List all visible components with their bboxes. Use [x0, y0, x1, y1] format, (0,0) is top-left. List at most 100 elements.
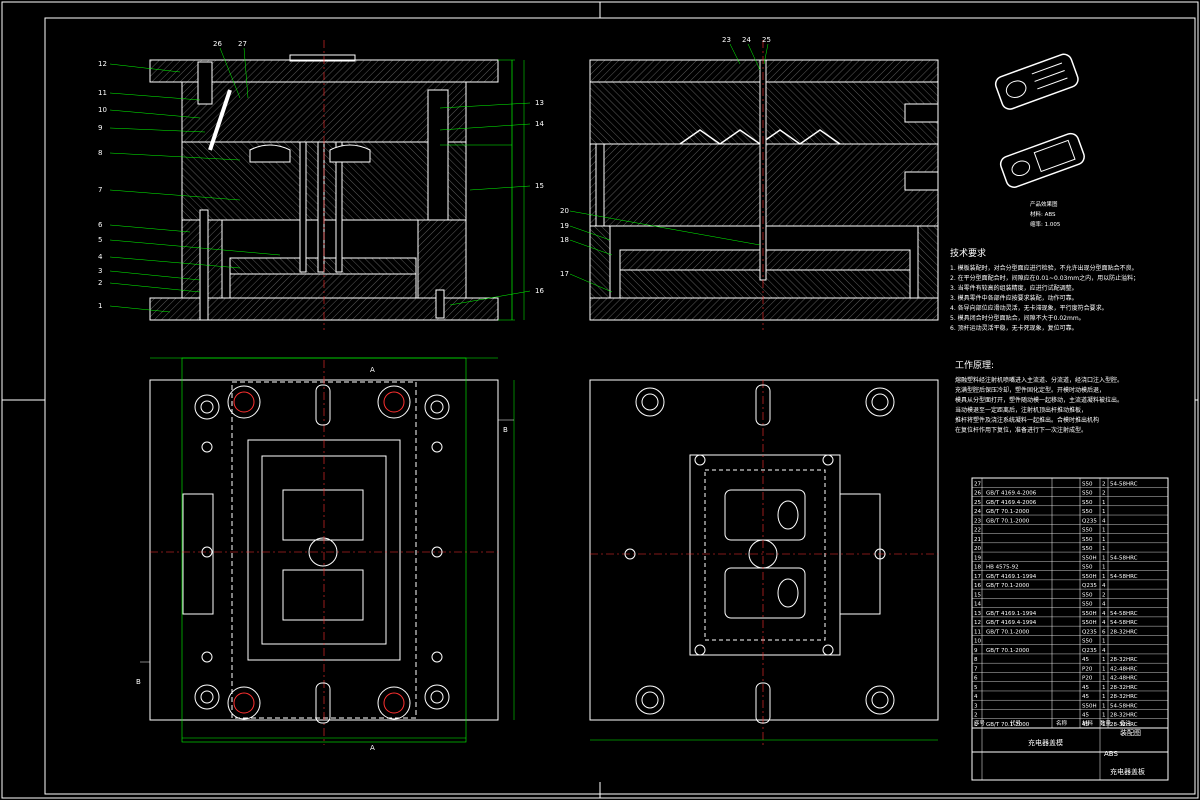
- bom-header-cell: 材料: [1082, 719, 1094, 727]
- bom-cell: S50: [1082, 602, 1093, 608]
- tech-line: 6. 顶杆运动灵活平稳，无卡死现象，复位可靠。: [950, 324, 1078, 332]
- bom-cell: 4: [1102, 620, 1106, 626]
- bom-cell: 1: [1102, 676, 1106, 682]
- part-label: 10: [98, 106, 107, 114]
- bom-cell: 2: [974, 713, 978, 719]
- bom-cell: GB/T 70.1-2000: [986, 583, 1030, 589]
- bom-cell: 1: [1102, 574, 1106, 580]
- bom-cell: S50: [1082, 500, 1093, 506]
- bom-cell: 1: [1102, 546, 1106, 552]
- bom-cell: S50: [1082, 491, 1093, 497]
- bom-cell: 1: [1102, 703, 1106, 709]
- bom-cell: 7: [974, 666, 978, 672]
- part-label: 5: [98, 236, 102, 244]
- title-block-part-name: 充电器盖板: [1110, 767, 1145, 776]
- bom-cell: 26: [974, 491, 981, 497]
- bom-cell: 5: [974, 685, 978, 691]
- section-mark: A: [370, 366, 375, 374]
- bom-cell: GB/T 70.1-2000: [986, 518, 1030, 524]
- part-label: 2: [98, 279, 102, 287]
- bom-cell: 4: [1102, 602, 1106, 608]
- bom-cell: 1: [1102, 500, 1106, 506]
- bom-cell: 1: [1102, 639, 1106, 645]
- bom-cell: 54-58HRC: [1110, 574, 1138, 580]
- bom-cell: 28-32HRC: [1110, 685, 1138, 691]
- product-render-1: [994, 53, 1079, 110]
- bom-cell: 9: [974, 648, 978, 654]
- tech-title: 技术要求: [950, 247, 986, 259]
- bom-cell: 23: [974, 518, 981, 524]
- part-label: 14: [535, 120, 544, 128]
- part-label: 4: [98, 253, 103, 261]
- bom-cell: 1: [1102, 694, 1106, 700]
- bom-cell: 12: [974, 620, 981, 626]
- bom-cell: 15: [974, 592, 981, 598]
- bom-cell: 24: [974, 509, 981, 515]
- bom-cell: Q235: [1082, 583, 1097, 589]
- bom-cell: GB/T 4169.4-2006: [986, 500, 1037, 506]
- bom-cell: GB/T 4169.4-2006: [986, 491, 1037, 497]
- bom-header-cell: 序号: [974, 719, 986, 727]
- bom-cell: 28-32HRC: [1110, 722, 1138, 728]
- bom-cell: 4: [1102, 583, 1106, 589]
- tech-line: 3. 当零件有较高的组装精度，应进行试配调整。: [950, 284, 1078, 292]
- bom-cell: 1: [1102, 713, 1106, 719]
- bom-cell: 4: [1102, 518, 1106, 524]
- bom-cell: S50: [1082, 481, 1093, 487]
- tech-line: 3. 模具零件中各部件应按要求装配，动作可靠。: [950, 294, 1078, 302]
- bom-cell: 8: [974, 657, 978, 663]
- part-label: 8: [98, 149, 102, 157]
- bom-cell: 45: [1082, 694, 1089, 700]
- bom-cell: GB/T 70.1-2000: [986, 629, 1030, 635]
- bom-cell: P20: [1082, 676, 1093, 682]
- bom-cell: 45: [1082, 657, 1089, 663]
- bom-cell: 1: [1102, 537, 1106, 543]
- bom-cell: 42-48HRC: [1110, 676, 1138, 682]
- bom-cell: P20: [1082, 666, 1093, 672]
- part-label: 18: [560, 236, 569, 244]
- work-line: 当动模退至一定距离后，注射机顶出杆推动推板，: [955, 406, 1087, 414]
- tech-line: 5. 模具闭合时分型面贴合，间隙不大于0.02mm。: [950, 314, 1085, 322]
- bom-cell: 45: [1082, 685, 1089, 691]
- bom-cell: S50: [1082, 528, 1093, 534]
- bom-cell: S50H: [1082, 703, 1097, 709]
- work-line: 在复位杆作用下复位，准备进行下一次注射成型。: [955, 426, 1087, 434]
- bom-cell: 20: [974, 546, 981, 552]
- bom-cell: GB/T 70.1-2000: [986, 648, 1030, 654]
- section-mark: B: [136, 678, 141, 686]
- bom-cell: 6: [1102, 629, 1106, 635]
- bom-cell: S50: [1082, 565, 1093, 571]
- bom-cell: 4: [1102, 611, 1106, 617]
- bom-header-cell: 数量: [1100, 719, 1112, 727]
- bom-cell: 1: [1102, 666, 1106, 672]
- work-line: 充满型腔后保压冷却，塑件固化定型。开模时动模后退，: [955, 386, 1105, 394]
- bom-cell: Q235: [1082, 518, 1097, 524]
- part-label: 7: [98, 186, 102, 194]
- part-label: 11: [98, 89, 107, 97]
- bom-cell: 2: [1102, 592, 1106, 598]
- title-block-material: ABS: [1104, 750, 1118, 758]
- bom-cell: 54-58HRC: [1110, 481, 1138, 487]
- bom-cell: 1: [1102, 722, 1106, 728]
- product-shrinkage: 缩率: 1.005: [1030, 220, 1061, 228]
- left-plan-view: A A B B: [136, 357, 515, 752]
- bom-cell: GB/T 4169.1-1994: [986, 611, 1037, 617]
- part-label: 1: [98, 302, 102, 310]
- part-label: 15: [535, 182, 544, 190]
- bom-cell: 1: [1102, 657, 1106, 663]
- work-line: 熔融塑料经注射机喷嘴进入主流道、分流道，经浇口注入型腔。: [955, 376, 1123, 384]
- bom-cell: 10: [974, 639, 981, 645]
- tech-line: 4. 各导向部位应滑动灵活，无卡滞现象，平行度符合要求。: [950, 304, 1108, 312]
- bom-cell: 17: [974, 574, 981, 580]
- bom-cell: 45: [1082, 722, 1089, 728]
- part-label: 25: [762, 36, 771, 44]
- bom-cell: 1: [1102, 565, 1106, 571]
- part-label: 13: [535, 99, 544, 107]
- bom-cell: 25: [974, 500, 981, 506]
- bom-cell: S50H: [1082, 574, 1097, 580]
- section-mark: B: [503, 426, 508, 434]
- bom-cell: S50H: [1082, 611, 1097, 617]
- work-line: 推杆将塑件及浇注系统凝料一起推出。合模时推出机构: [955, 416, 1099, 424]
- title-block-name: 充电器盖模: [1028, 738, 1063, 747]
